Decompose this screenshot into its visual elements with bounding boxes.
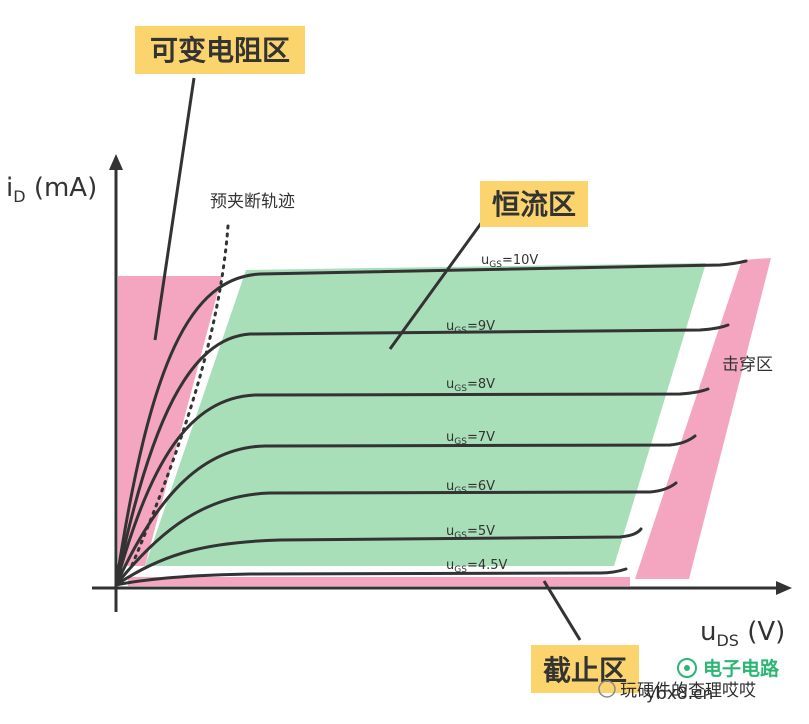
brand-logo-dot (684, 665, 690, 671)
breakdown-region (635, 258, 771, 579)
variable-resistance-region (118, 276, 222, 566)
watermark-site: ybx8.cn (646, 684, 713, 704)
curve-labels: uGS=10V uGS=9V uGS=8V uGS=7V uGS=6V uGS=5V uGS… (446, 253, 538, 575)
variable-resistance-label: 可变电阻区 (150, 34, 290, 67)
pointer-constant-current (388, 221, 484, 350)
pointer-cutoff (542, 580, 582, 641)
y-axis-label: iD (mA) (6, 173, 97, 206)
cutoff-label: 截止区 (543, 654, 627, 687)
y-axis-arrow (109, 154, 123, 170)
cutoff-label-box (531, 645, 639, 693)
brand-logo-icon (677, 658, 697, 678)
constant-current-label-box (480, 181, 588, 227)
breakdown-label: 击穿区 (722, 355, 773, 375)
curve-label: uGS=5V (446, 524, 495, 541)
x-axis-label: uDS (V) (700, 617, 785, 650)
watermark: 电子电路 玩硬件的查理哎哎 ybx8.cn (598, 657, 780, 704)
cutoff-region (128, 577, 630, 586)
variable-resistance-label-box (135, 26, 305, 74)
x-axis-arrow (776, 581, 792, 595)
curve-label: uGS=8V (446, 377, 495, 394)
curve-ugs-8v (114, 387, 710, 587)
curve-label: uGS=4.5V (446, 558, 508, 575)
watermark-caption: 玩硬件的查理哎哎 (620, 681, 756, 701)
constant-current-region (145, 263, 706, 566)
curve-ugs-7v (114, 434, 697, 587)
pinch-off-locus-label: 预夹断轨迹 (210, 192, 295, 212)
pointer-variable-resistance (153, 77, 196, 341)
chat-logo-icon (598, 680, 616, 698)
brand-name: 电子电路 (703, 657, 780, 680)
curve-ugs-5v (114, 527, 643, 587)
curve-ugs-6v (114, 481, 678, 587)
curve-ugs-10v (114, 259, 748, 587)
constant-current-label: 恒流区 (492, 188, 576, 221)
curve-label: uGS=7V (446, 430, 495, 447)
curve-ugs-4-5v (114, 567, 628, 587)
characteristic-curves (114, 259, 748, 587)
curve-label: uGS=9V (446, 319, 495, 336)
curve-label: uGS=10V (481, 253, 538, 270)
curve-label: uGS=6V (446, 479, 495, 496)
curve-ugs-9v (114, 323, 730, 587)
